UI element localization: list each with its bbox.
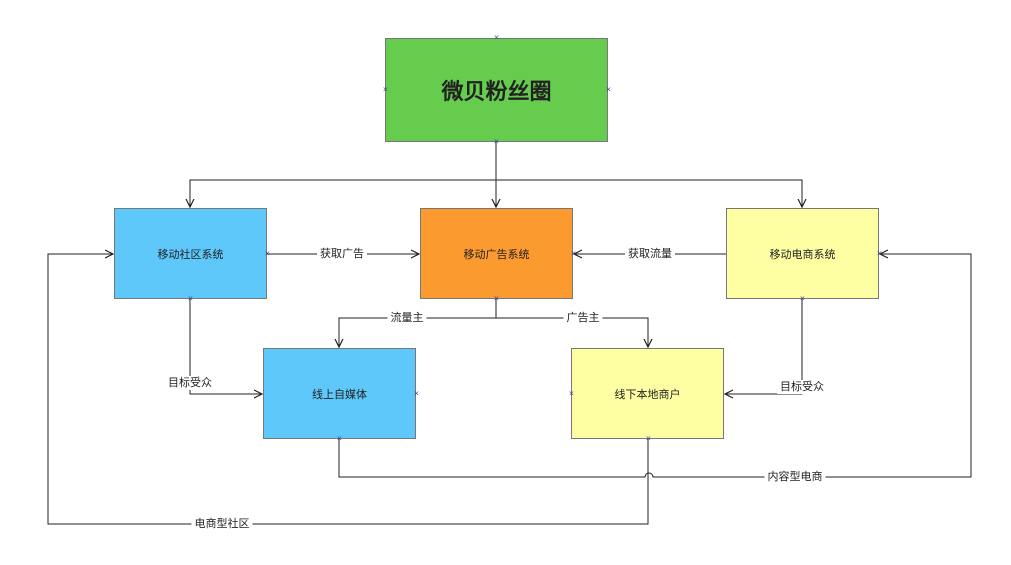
connection-point-icon: ×: [264, 249, 271, 258]
connection-point-icon: ×: [493, 33, 500, 42]
edge-label-get-ads: 获取广告: [317, 247, 367, 261]
connection-point-icon: ×: [493, 137, 500, 146]
edge-root-to-ecom: [496, 179, 802, 207]
node-label: 微贝粉丝圈: [441, 80, 552, 105]
edge-label-target-audience-right: 目标受众: [777, 380, 827, 394]
edge-ecom-to-local: [725, 299, 803, 394]
connection-point-icon: ×: [645, 434, 652, 443]
connection-point-icon: ×: [605, 85, 612, 94]
connection-point-icon: ×: [493, 294, 500, 303]
connection-point-icon: ×: [413, 389, 420, 398]
edge-social-to-media: [189, 299, 262, 394]
connection-point-icon: ×: [799, 294, 806, 303]
connection-point-icon: ×: [336, 434, 343, 443]
node-label: 线上自媒体: [312, 387, 367, 401]
edge-label-advertiser: 广告主: [563, 311, 603, 325]
connection-point-icon: ×: [382, 85, 389, 94]
node-offline-local-merchant[interactable]: 线下本地商户: [571, 348, 724, 439]
edge-ads-to-local: [496, 317, 648, 347]
edge-label-ecommerce-community: 电商型社区: [191, 517, 253, 531]
node-mobile-ecommerce-system[interactable]: 移动电商系统: [726, 208, 879, 299]
edge-local-to-social: [47, 254, 649, 525]
connection-point-icon: ×: [876, 249, 883, 258]
connection-point-icon: ×: [187, 294, 194, 303]
edge-label-get-traffic: 获取流量: [625, 247, 675, 261]
edge-root-to-social: [190, 179, 496, 207]
edge-label-traffic-owner: 流量主: [387, 311, 427, 325]
node-label: 移动社区系统: [157, 247, 224, 261]
connection-point-icon: ×: [570, 249, 577, 258]
node-label: 移动广告系统: [463, 247, 530, 261]
node-mobile-ad-system[interactable]: 移动广告系统: [420, 208, 573, 299]
node-label: 移动电商系统: [769, 247, 836, 261]
node-weibei-fans-circle[interactable]: 微贝粉丝圈: [385, 38, 608, 142]
node-mobile-community-system[interactable]: 移动社区系统: [114, 208, 267, 299]
node-label: 线下本地商户: [614, 387, 681, 401]
edge-label-content-ecommerce: 内容型电商: [764, 470, 826, 484]
node-online-self-media[interactable]: 线上自媒体: [263, 348, 416, 439]
connection-point-icon: ×: [568, 389, 575, 398]
edge-label-target-audience-left: 目标受众: [165, 376, 215, 390]
